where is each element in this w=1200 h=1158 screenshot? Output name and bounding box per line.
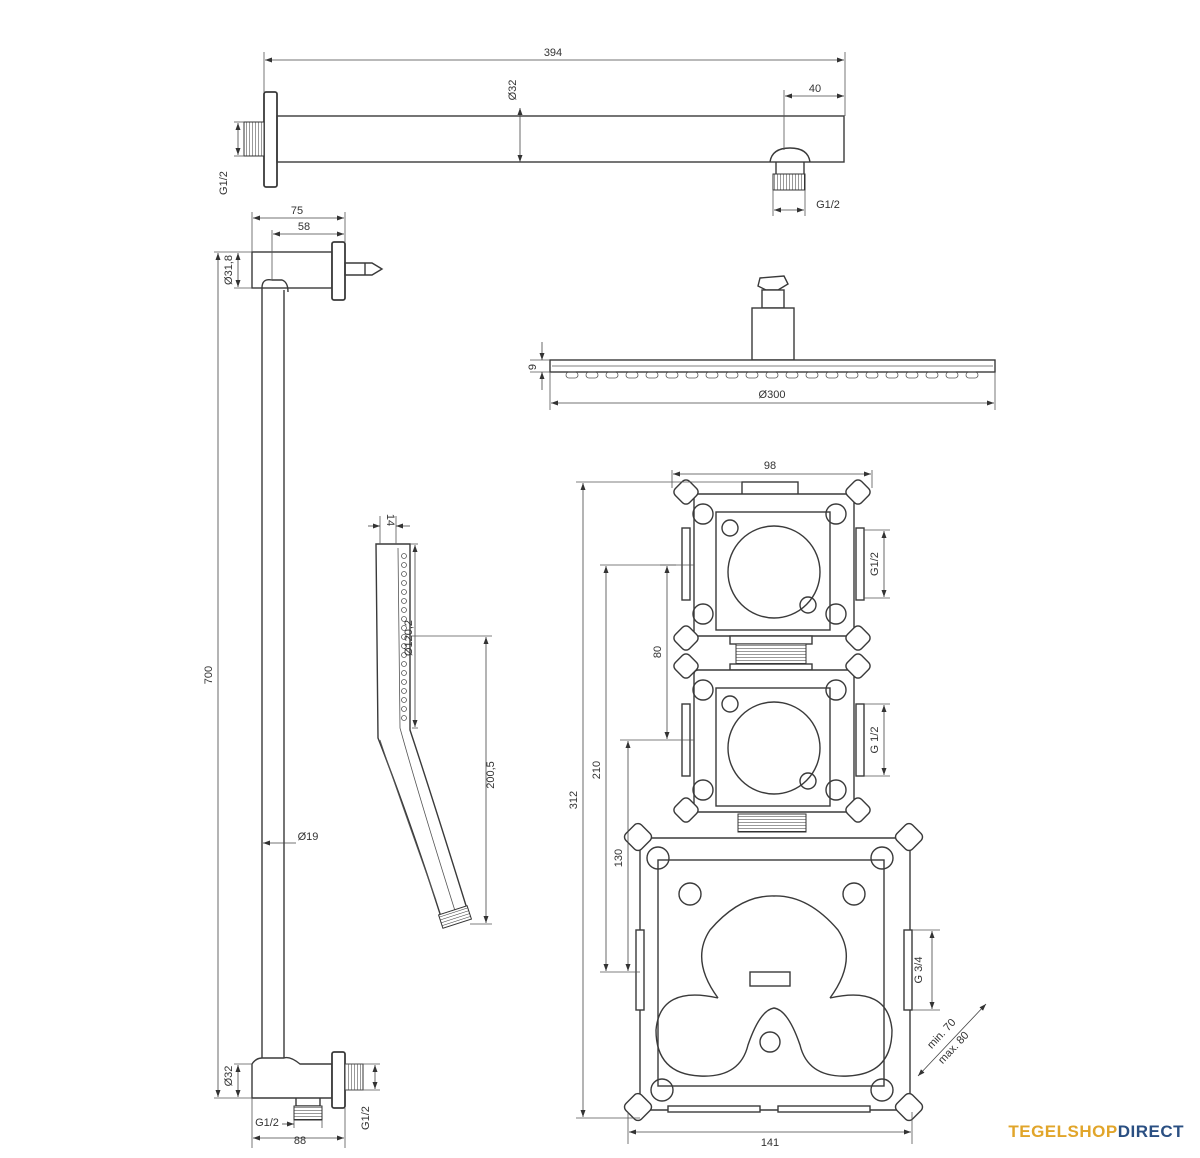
dim-valve-thread-middle: G 1/2 (869, 727, 881, 754)
spray-nozzle (401, 706, 407, 712)
spray-nozzle (401, 553, 407, 559)
spray-nozzle (401, 607, 407, 613)
nozzle-row (565, 371, 979, 379)
dim-box-height-130: 130 (613, 849, 625, 867)
dim-rail-bottom-thread-left: G1/2 (255, 1117, 279, 1129)
dim-valve-thread-top: G1/2 (869, 552, 881, 576)
brand-logo-part1: TEGELSHOP (1008, 1122, 1118, 1141)
nozzle (625, 371, 639, 379)
dim-rail-bracket-diameter: Ø31,8 (223, 255, 235, 285)
spray-nozzle (401, 679, 407, 685)
valve-box-assembly: 98 312 210 130 80 G1/2 G 1/2 G 3/4 141 m… (568, 460, 987, 1149)
nozzle (885, 371, 899, 379)
dim-box-width: 141 (761, 1137, 779, 1149)
valve-block-middle (673, 653, 871, 823)
spray-nozzle (401, 562, 407, 568)
spray-nozzle (401, 643, 407, 649)
nozzle (685, 371, 699, 379)
dim-valve-width: 98 (764, 460, 776, 472)
dim-rail-bottom-diameter: Ø32 (223, 1066, 235, 1087)
spray-nozzle (401, 625, 407, 631)
rain-shower-head: 9 Ø300 (527, 275, 996, 410)
dim-rail-height: 700 (203, 666, 215, 684)
spray-nozzle (401, 697, 407, 703)
spray-nozzle (401, 571, 407, 577)
nozzle (845, 371, 859, 379)
spray-nozzle (401, 616, 407, 622)
nozzle (585, 371, 599, 379)
dim-valve-spacing: 80 (652, 646, 664, 658)
dim-head-thickness: 9 (527, 364, 539, 370)
nozzle (925, 371, 939, 379)
spray-nozzle (401, 634, 407, 640)
spray-nozzle (401, 670, 407, 676)
dim-arm-diameter: Ø32 (507, 80, 519, 101)
nozzle (825, 371, 839, 379)
dim-hand-shower-length: 200,5 (485, 761, 497, 789)
dim-hand-shower-head-diameter: Ø120,2 (403, 620, 415, 656)
dim-box-height-210: 210 (591, 761, 603, 779)
nozzle (765, 371, 779, 379)
nozzle (785, 371, 799, 379)
dim-rail-depth-total: 75 (291, 205, 303, 217)
slide-rail: 75 58 Ø31,8 700 Ø19 Ø32 G1/2 88 G1/2 (203, 205, 384, 1148)
nozzle (665, 371, 679, 379)
dim-rail-bottom-width: 88 (294, 1135, 306, 1147)
dim-box-total-height: 312 (568, 791, 580, 809)
mounting-box (623, 822, 924, 1122)
dim-head-diameter: Ø300 (759, 389, 786, 401)
dim-rail-tube-diameter: Ø19 (298, 831, 319, 843)
nozzle (725, 371, 739, 379)
nozzle (805, 371, 819, 379)
dim-arm-thread-left: G1/2 (218, 171, 230, 195)
dim-rail-depth-inner: 58 (298, 221, 310, 233)
spray-nozzle (401, 598, 407, 604)
dim-arm-end-offset: 40 (809, 83, 821, 95)
dim-arm-thread-right: G1/2 (816, 199, 840, 211)
nozzle (745, 371, 759, 379)
hand-shower: 14 Ø120,2 200,5 (368, 514, 497, 929)
brand-logo: TEGELSHOPDIRECT (1008, 1122, 1184, 1142)
nozzle (965, 371, 979, 379)
spray-nozzle (401, 589, 407, 595)
dim-rail-bottom-thread-right: G1/2 (360, 1106, 372, 1130)
spray-nozzles (401, 553, 407, 721)
nozzle (605, 371, 619, 379)
wall-arm: 394 Ø32 40 G1/2 G1/2 (218, 47, 846, 216)
dim-box-thread: G 3/4 (913, 957, 925, 984)
spray-nozzle (401, 580, 407, 586)
dim-arm-length: 394 (544, 47, 562, 59)
spray-nozzle (401, 688, 407, 694)
nozzle (865, 371, 879, 379)
spray-nozzle (401, 715, 407, 721)
nozzle (905, 371, 919, 379)
valve-block-top (673, 479, 871, 651)
dim-hand-shower-thickness: 14 (384, 514, 396, 526)
spray-nozzle (401, 661, 407, 667)
brand-logo-part2: DIRECT (1117, 1122, 1184, 1141)
nozzle (705, 371, 719, 379)
spray-nozzle (401, 652, 407, 658)
nozzle (565, 371, 579, 379)
nozzle (645, 371, 659, 379)
nozzle (945, 371, 959, 379)
